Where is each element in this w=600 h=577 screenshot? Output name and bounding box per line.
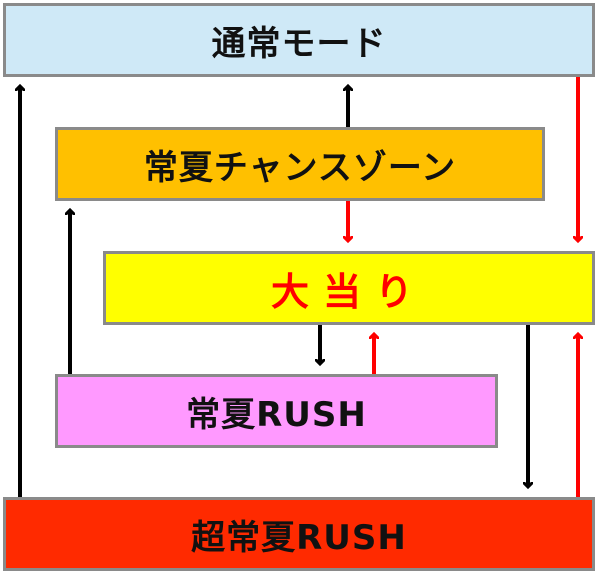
node-normal-mode-label: 通常モード	[211, 23, 387, 64]
node-summer-chance-zone-label: 常夏チャンスゾーン	[143, 147, 457, 188]
node-normal-mode: 通常モード	[3, 3, 595, 77]
node-big-hit-label: 大当り	[270, 269, 427, 314]
node-summer-rush-label: 常夏RUSH	[186, 394, 367, 435]
node-super-summer-rush: 超常夏RUSH	[3, 497, 595, 571]
node-summer-chance-zone: 常夏チャンスゾーン	[55, 127, 545, 201]
node-big-hit: 大当り	[103, 251, 595, 325]
node-summer-rush: 常夏RUSH	[55, 374, 498, 448]
node-super-summer-rush-label: 超常夏RUSH	[191, 517, 407, 558]
